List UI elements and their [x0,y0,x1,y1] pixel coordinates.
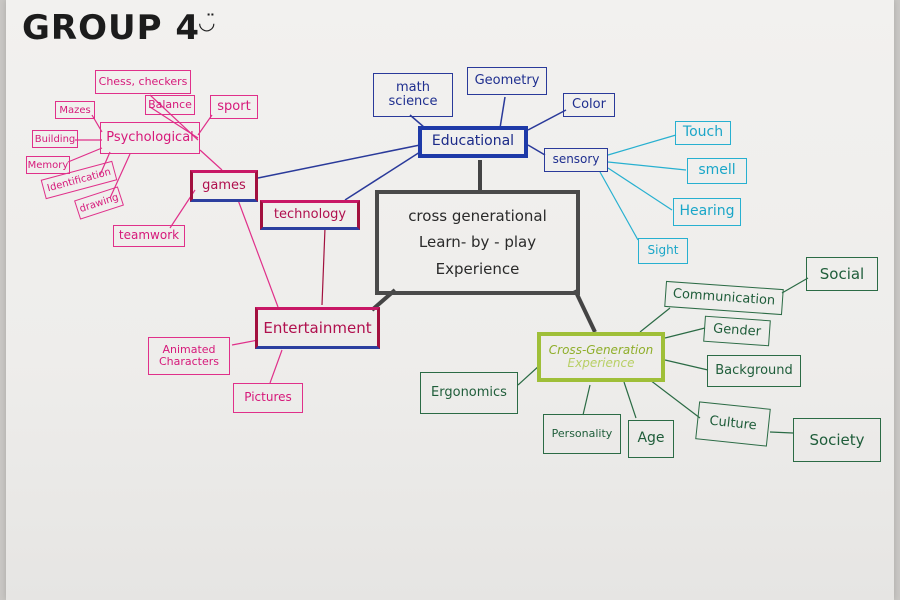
building-node: Building [32,130,78,148]
geometry-node: Geometry [467,67,547,95]
cross-generation-label: Cross-Generation [548,342,654,357]
center-line-1: cross generational [408,206,547,225]
gender-node: Gender [703,315,771,347]
personality-node: Personality [543,414,621,454]
cross-generation-node: Cross-Generation Experience [537,332,665,382]
games-node: games [190,170,258,202]
smiley-icon: ◡̈ [198,10,216,34]
color-node: Color [563,93,615,117]
center-node: cross generational Learn- by - play Expe… [375,190,580,295]
mazes-node: Mazes [55,101,95,119]
culture-node: Culture [695,401,771,447]
social-node: Social [806,257,878,291]
sport-node: sport [210,95,258,119]
psychological-node: Psychological [100,122,200,154]
ergonomics-node: Ergonomics [420,372,518,414]
center-line-3: Experience [435,259,520,278]
age-node: Age [628,420,674,458]
entertainment-node: Entertainment [255,307,380,349]
touch-node: Touch [675,121,731,145]
animated-characters-node: Animated Characters [148,337,230,375]
balance-node: Balance [145,95,195,115]
math-science-node: math science [373,73,453,117]
smell-node: smell [687,158,747,184]
cross-generation-sublabel: Experience [567,356,635,370]
hearing-node: Hearing [673,198,741,226]
educational-node: Educational [418,126,528,158]
technology-node: technology [260,200,360,230]
group-title: GROUP 4 [22,8,201,48]
teamwork-node: teamwork [113,225,185,247]
background-node: Background [707,355,801,387]
memory-node: Memory [26,156,70,174]
society-node: Society [793,418,881,462]
pictures-node: Pictures [233,383,303,413]
sight-node: Sight [638,238,688,264]
sensory-node: sensory [544,148,608,172]
chess-node: Chess, checkers [95,70,191,94]
center-line-2: Learn- by - play [418,233,537,252]
poster-paper [6,0,894,600]
